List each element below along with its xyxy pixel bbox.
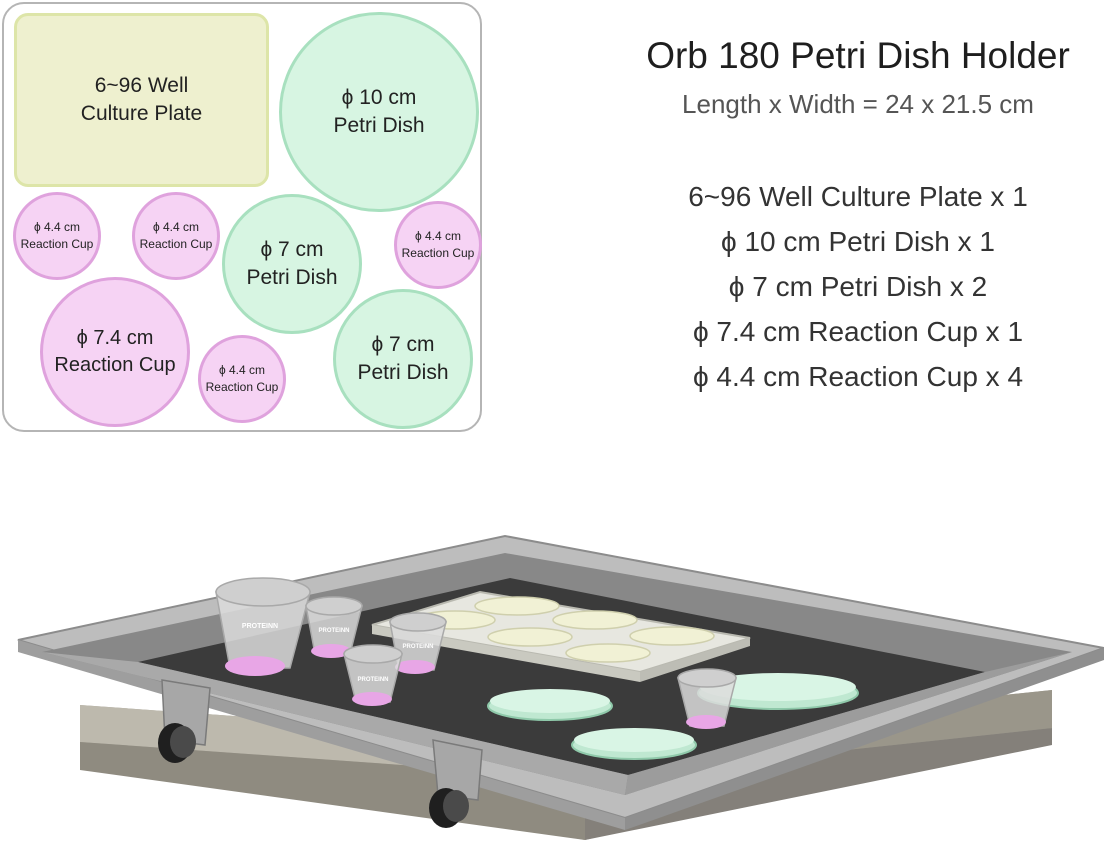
contents-list: 6~96 Well Culture Plate x 1 ϕ 10 cm Petr… [560,174,1104,399]
slot-label: ϕ 4.4 cm [33,219,81,234]
cup-brand-label: PROTEINN [357,677,388,683]
slot-label: Reaction Cup [205,380,279,394]
clamp-post [158,679,211,763]
reaction-cup-small: PROTEINN [343,644,403,706]
petri-dish [571,728,697,760]
reaction-cup-4-4cm-slot: ϕ 4.4 cm Reaction Cup [198,335,286,423]
reaction-cup-4-4cm-slot: ϕ 4.4 cm Reaction Cup [132,192,220,280]
cup-brand-label: PROTEINN [242,623,278,630]
slot-label: Reaction Cup [139,237,213,251]
cup-brand-label: PROTEINN [402,644,433,650]
slot-label: ϕ 4.4 cm [152,219,200,234]
slot-label: Culture Plate [80,102,203,125]
petri-dish-7cm-slot: ϕ 7 cm Petri Dish [222,194,362,334]
culture-plate-slot: 6~96 Well Culture Plate [14,13,269,187]
contents-item: 6~96 Well Culture Plate x 1 [688,181,1028,212]
contents-item: ϕ 7 cm Petri Dish x 2 [728,271,988,302]
slot-label: ϕ 7.4 cm [76,327,154,349]
tray-illustration: PROTEINN PROTEINN PROTEINN PROTEINN [17,534,1104,840]
slot-label: Petri Dish [357,361,449,384]
contents-item: ϕ 10 cm Petri Dish x 1 [721,226,995,257]
reaction-cup-large: PROTEINN [215,577,311,676]
tray-front-wall [625,652,1072,795]
product-dimensions: Length x Width = 24 x 21.5 cm [682,89,1034,119]
slot-label: Petri Dish [333,114,425,137]
reaction-cup-small: PROTEINN [305,596,363,658]
contents-item: ϕ 4.4 cm Reaction Cup x 4 [692,361,1024,392]
cup-brand-label: PROTEINN [318,628,349,634]
slot-label: Reaction Cup [54,354,176,376]
slot-label: ϕ 4.4 cm [218,362,266,377]
slot-label: Reaction Cup [20,237,94,251]
petri-dish [487,689,613,721]
slot-label: 6~96 Well [94,73,189,97]
layout-board: 6~96 Well Culture Plate ϕ 10 cm Petri Di… [2,2,482,432]
petri-dish [697,673,859,710]
petri-dish-7cm-slot: ϕ 7 cm Petri Dish [333,289,473,429]
slot-label: ϕ 4.4 cm [414,228,462,243]
slot-label: ϕ 10 cm [341,85,417,109]
slot-label: Reaction Cup [401,246,475,260]
slot-label: Petri Dish [246,266,338,289]
clamp-post [429,739,483,828]
slot-label: ϕ 7 cm [260,237,324,261]
contents-item: ϕ 7.4 cm Reaction Cup x 1 [692,316,1024,347]
reaction-cup-7-4cm-slot: ϕ 7.4 cm Reaction Cup [40,277,190,427]
reaction-cup-4-4cm-slot: ϕ 4.4 cm Reaction Cup [13,192,101,280]
product-title: Orb 180 Petri Dish Holder [646,35,1070,76]
reaction-cup-4-4cm-slot: ϕ 4.4 cm Reaction Cup [394,201,482,289]
slot-label: ϕ 7 cm [371,332,435,356]
reaction-cup-small [677,668,737,729]
petri-dish-10cm-slot: ϕ 10 cm Petri Dish [279,12,479,212]
reaction-cup-small: PROTEINN [389,612,447,674]
